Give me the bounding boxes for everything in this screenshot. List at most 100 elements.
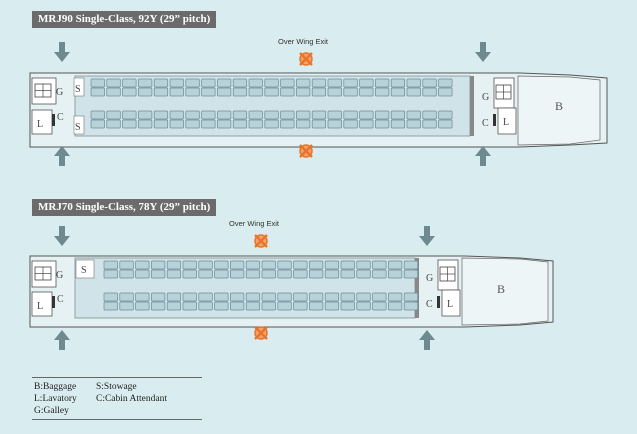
seat <box>153 119 169 129</box>
seat <box>106 119 121 129</box>
mrj90-baggage <box>517 75 601 146</box>
seat <box>309 269 324 279</box>
legend-stowage: S:Stowage <box>96 382 137 392</box>
seat <box>119 260 134 270</box>
seat <box>327 119 342 129</box>
seat <box>296 78 311 88</box>
mrj70-baggage <box>461 257 549 326</box>
seat <box>198 260 213 270</box>
seat <box>359 119 374 129</box>
mrj90-front-attendant-label: C <box>57 112 64 123</box>
mrj90-exit-markers <box>299 52 313 158</box>
seat <box>356 260 371 270</box>
seat <box>280 119 295 129</box>
seat <box>324 292 340 302</box>
seat <box>296 110 311 120</box>
seat <box>375 87 390 97</box>
seat <box>311 110 327 120</box>
seat <box>422 119 437 129</box>
seat <box>324 301 340 311</box>
seat <box>264 110 279 120</box>
seat <box>264 87 279 97</box>
door-arrow-icon <box>475 42 491 62</box>
seat <box>324 260 340 270</box>
seat <box>356 269 371 279</box>
mrj90-front-galley <box>31 77 57 105</box>
seat <box>280 110 295 120</box>
mrj70-rear-lav-label: L <box>447 299 453 310</box>
door-arrow-icon <box>475 146 491 166</box>
seat <box>277 301 292 311</box>
seat <box>151 301 166 311</box>
seat <box>103 260 118 270</box>
seat <box>296 87 311 97</box>
seat <box>296 119 311 129</box>
seat <box>166 260 182 270</box>
mrj70-front-galley-label: G <box>56 270 63 281</box>
seat <box>438 110 453 120</box>
seat <box>438 78 453 88</box>
seat <box>106 110 121 120</box>
seat <box>422 78 437 88</box>
seat <box>248 87 263 97</box>
seat <box>201 110 216 120</box>
mrj70-rear-attendant-label: C <box>426 299 433 310</box>
seat <box>151 269 166 279</box>
seat <box>138 78 153 88</box>
over-wing-exit-icon <box>299 52 313 66</box>
seat <box>153 110 169 120</box>
mrj90-stowage-bottom: S <box>75 122 81 133</box>
seat <box>153 87 169 97</box>
mrj90-rear-attendant-label: C <box>482 118 489 129</box>
seat <box>388 301 403 311</box>
seat <box>135 301 150 311</box>
legend-galley: G:Galley <box>34 406 69 416</box>
seat <box>182 269 197 279</box>
door-arrow-icon <box>54 146 70 166</box>
seat <box>293 260 308 270</box>
seat <box>324 269 340 279</box>
mrj90-rear-lavatory <box>497 107 517 135</box>
seat <box>375 110 390 120</box>
seat <box>264 119 279 129</box>
over-wing-exit-icon <box>254 326 268 340</box>
seat <box>311 78 327 88</box>
seat <box>138 119 153 129</box>
seat <box>106 87 121 97</box>
seat <box>122 87 137 97</box>
seat <box>406 78 421 88</box>
seat <box>182 292 197 302</box>
mrj70-title: MRJ70 Single-Class, 78Y (29” pitch) <box>32 199 217 216</box>
seat <box>375 78 390 88</box>
seat <box>438 87 453 97</box>
mrj70-stowage: S <box>81 265 87 276</box>
seat <box>311 87 327 97</box>
seat <box>359 87 374 97</box>
seat <box>375 119 390 129</box>
seat <box>90 119 105 129</box>
seat <box>422 110 437 120</box>
seat <box>388 269 403 279</box>
mrj90-baggage-label: B <box>555 99 563 113</box>
seat <box>343 78 358 88</box>
mrj70-baggage-label: B <box>497 282 505 296</box>
seat <box>232 78 248 88</box>
seat <box>340 260 355 270</box>
seat <box>343 87 358 97</box>
seat <box>122 110 137 120</box>
seat <box>201 119 216 129</box>
seat <box>232 110 248 120</box>
seat <box>309 301 324 311</box>
seat <box>230 260 245 270</box>
seat <box>280 78 295 88</box>
mrj70-seat-rows <box>103 260 419 311</box>
seat <box>169 78 184 88</box>
mrj70-rear-lavatory <box>441 289 461 317</box>
seat <box>248 119 263 129</box>
seat <box>248 110 263 120</box>
seat <box>390 119 406 129</box>
mrj90-rear-galley-label: G <box>482 92 489 103</box>
seat <box>232 119 248 129</box>
